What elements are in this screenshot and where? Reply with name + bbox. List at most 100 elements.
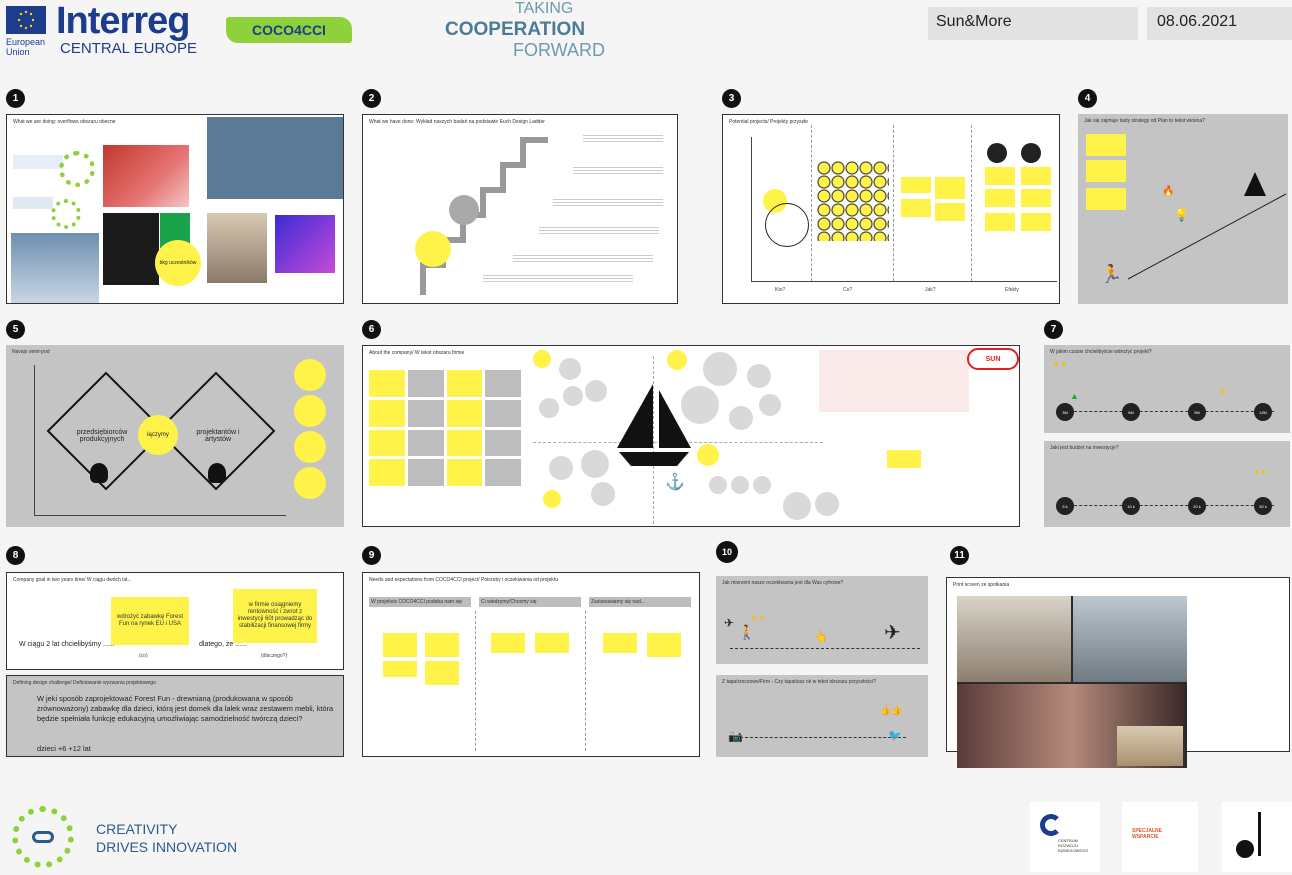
effect-sticky-4 [1021,189,1051,207]
thumbs-up-icons: 👍👍 [880,705,903,715]
axis-label-who: Kto? [775,287,786,293]
panel-1-what-we-do[interactable]: What we are doing: overflows obszaru obe… [6,114,344,304]
panel-10-title-bottom: Z tapa/rzeczowe/Firm - Czy tapatiusz ok … [722,679,876,685]
need-sticky-2 [425,633,459,657]
panel-9-needs-expectations[interactable]: Needs and expectations from COCO4CCI pro… [362,572,700,757]
need-sticky-5 [491,633,525,653]
step-number-3: 3 [722,89,741,108]
fire-icon: 🔥 [1162,186,1175,197]
panel-7-budget[interactable]: Jaki jest budżet na inwestycje? 5 k 10 k… [1044,441,1290,527]
participant-tile-1 [957,596,1071,682]
partner-logo-2: SPECJALNE WSPARCIE [1122,802,1198,872]
panel-6-title: About the company/ W tekst obszaru firmi… [369,350,465,356]
need-sticky-4 [425,661,459,685]
ladder-text-3 [553,199,663,207]
panel-7-time-and-budget[interactable]: W jakim czasie chcielibyście wdrożyć pro… [1044,345,1290,433]
panel-3-potential-projects[interactable]: Potential projects/ Projekty przyszłe Kt… [722,114,1060,304]
plane-icon: ✈ [884,622,901,644]
step-number-9: 9 [362,546,381,565]
measure-dash [740,737,906,738]
goal-sticky-why[interactable]: w firmie osiągniemy rentowność i zwrot z… [233,589,317,643]
col-divider-a [475,611,476,751]
strategy-sticky-1 [1086,134,1126,156]
head-icon-left [90,463,108,483]
map-screenshot [207,117,343,199]
col-divider-1 [811,125,812,281]
path-line [1127,193,1287,280]
diamond-right-label: projektantów i artystów [196,429,240,443]
col-divider-2 [893,125,894,281]
strategy-sticky-2 [1086,160,1126,182]
video-call-screenshot [957,596,1187,768]
budget-line [1064,505,1274,506]
effect-sticky-6 [1021,213,1051,231]
time-dot-9m: 9M [1188,403,1206,421]
gray-circle-4 [539,398,559,418]
panel-2-title: What we have done: Wykład naszych badań … [369,119,545,125]
panel-10-measures-top[interactable]: Jak mierzeni nasze oczekiwania jest dla … [716,576,928,664]
ladder-text-1 [583,135,663,143]
ladder-text-4 [539,227,659,235]
challenge-ages: dzieci +6 +12 lat [37,744,91,753]
photo-thumb [11,233,99,303]
goal-label-what: (co) [139,653,148,659]
effect-sticky-2 [1021,167,1051,185]
budget-dot-4: 50 k [1254,497,1272,515]
step-number-1: 1 [6,89,25,108]
panel-8-design-challenge[interactable]: Defining design challenge/ Definiowanie … [6,675,344,757]
x-axis [751,281,1057,282]
head-icon-right [208,463,226,483]
step-number-10: 10 [716,541,738,563]
panel-8-company-goal[interactable]: Company goal in two years time/ W ciągu … [6,572,344,670]
column-header-like: W projekcie COCO4CCI podoba nam się [369,597,471,607]
panel-10-measures-bottom[interactable]: Z tapa/rzeczowe/Firm - Czy tapatiusz ok … [716,675,928,757]
gray-circle-11 [747,364,771,388]
coco4cci-tag: COCO4CCI [226,17,352,43]
company-grid [369,370,521,486]
warning-icons: ▲▲ [750,612,766,621]
eu-flag-icon [6,6,46,34]
yellow-circle-1 [533,350,551,368]
panel-4-strategy[interactable]: Jak się zajmuje tasty strategy od Plan t… [1078,114,1288,304]
gray-circle-13 [709,476,727,494]
panel-5-value-proposition[interactable]: Navajo semi-pod przedsiębiorców produkcy… [6,345,344,527]
person-icon: 🚶 [738,624,756,640]
step-number-2: 2 [362,89,381,108]
benefit-circle-3 [294,431,326,463]
panel-11-meeting-screenshot[interactable]: Print screen ze spotkania [946,577,1290,768]
y-axis [751,137,752,281]
green-marker-icon: ▲ [1070,391,1079,401]
panel-6-about-company[interactable]: About the company/ W tekst obszaru firmi… [362,345,1020,527]
green-circle-graphic [59,151,95,187]
panel-8-title: Company goal in two years time/ W ciągu … [13,577,132,583]
twitter-bird-icon: 🐦 [888,730,902,742]
partner-logo-1: CENTRUM ROZWOJU BIZNESOWEGO [1030,802,1100,872]
mountain-icon [1244,172,1266,196]
gray-circle-3 [563,386,583,406]
yellow-marker-icon: ▲ [1218,385,1227,395]
date-field[interactable]: 08.06.2021 [1147,7,1292,40]
panel-2-design-ladder[interactable]: What we have done: Wykład naszych badań … [362,114,678,304]
need-sticky-6 [535,633,569,653]
ladder-text-5 [513,255,653,263]
purple-slide [275,215,335,273]
right-sticky [887,450,921,468]
interreg-logo: Interreg [56,0,190,42]
budget-emoji-icons: ● ● [1254,467,1266,476]
goal-sticky-what[interactable]: wdrożyć zabawkę Forest Fun na rynek EU i… [111,597,189,645]
what-circles [817,161,889,241]
axis-label-what: Co? [843,287,853,293]
company-name-field[interactable]: Sun&More [928,7,1138,40]
challenge-title: Defining design challenge/ Definiowanie … [13,680,156,686]
axis-label-how: Jak? [925,287,936,293]
effect-sticky-5 [985,213,1015,231]
plane-takeoff-icon: ✈ [724,616,735,630]
hand-icon: 👆 [814,631,828,643]
logo-thumb [13,155,63,169]
gray-circle-5 [549,456,573,480]
runner-icon: 🏃 [1100,264,1123,284]
panel-7-time-title: W jakim czasie chcielibyście wdrożyć pro… [1050,349,1152,355]
goal-label-why: (dlaczego?) [261,653,288,659]
